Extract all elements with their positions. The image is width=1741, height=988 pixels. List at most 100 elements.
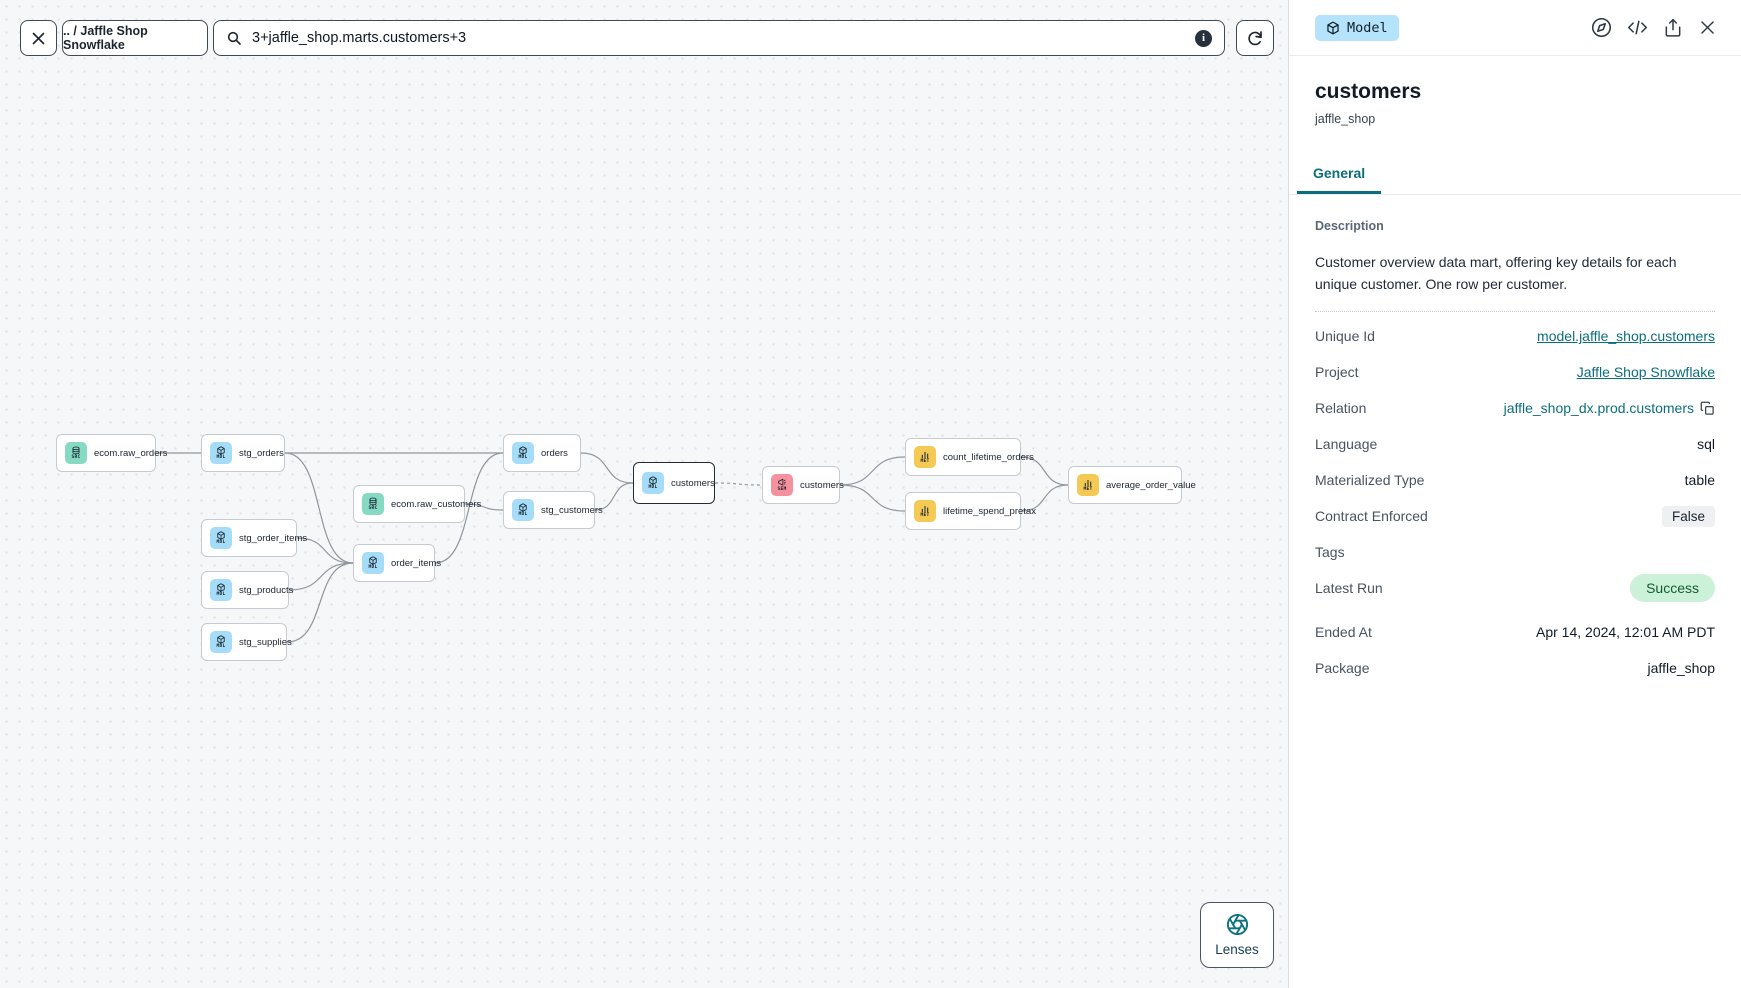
graph-node-label: ecom.raw_customers xyxy=(391,498,482,510)
details-panel-header: Model xyxy=(1289,0,1741,56)
breadcrumb[interactable]: .. / Jaffle Shop Snowflake xyxy=(62,20,208,56)
graph-node-label: ecom.raw_orders xyxy=(94,447,168,459)
close-panel-button[interactable] xyxy=(1698,18,1717,37)
field-label: Tags xyxy=(1315,544,1345,561)
status-badge: False xyxy=(1661,505,1715,527)
description-section-label: Description xyxy=(1315,219,1384,233)
aperture-icon xyxy=(1226,913,1248,936)
description-text: Customer overview data mart, offering ke… xyxy=(1315,254,1677,293)
page-title: customers xyxy=(1315,80,1422,103)
graph-node-label: order_items xyxy=(391,557,442,569)
field-value: jaffle_shop_dx.prod.customers xyxy=(1503,400,1694,417)
tab-general[interactable]: General xyxy=(1297,156,1382,194)
close-icon xyxy=(32,32,45,44)
field-row-unique-id: Unique Id model.jaffle_shop.customers xyxy=(1315,318,1715,354)
field-row-materialized-type: Materialized Type table xyxy=(1315,462,1715,498)
graph-node-label: stg_products xyxy=(239,584,294,596)
package-subtitle: jaffle_shop xyxy=(1315,112,1376,126)
cube-icon: MDL xyxy=(512,499,534,521)
field-value: jaffle_shop xyxy=(1647,660,1715,677)
graph-node-label: stg_supplies xyxy=(239,636,292,648)
share-button[interactable] xyxy=(1663,18,1683,38)
field-value: Apr 14, 2024, 12:01 AM PDT xyxy=(1536,624,1715,641)
field-row-package: Package jaffle_shop xyxy=(1315,650,1715,686)
graph-node-ecom_raw_orders[interactable]: SRC ecom.raw_orders xyxy=(56,434,167,472)
lineage-search: i xyxy=(213,20,1225,56)
graph-node-ecom_raw_customers[interactable]: SRC ecom.raw_customers xyxy=(353,485,481,523)
database-icon: SRC xyxy=(362,493,384,515)
graph-node-stg_products[interactable]: MDL stg_products xyxy=(201,571,293,609)
field-label: Contract Enforced xyxy=(1315,508,1428,525)
graph-edge xyxy=(286,562,354,643)
refresh-button[interactable] xyxy=(1236,20,1274,56)
graph-edge xyxy=(839,484,906,512)
graph-node-count_lifetime_orders[interactable]: MET count_lifetime_orders xyxy=(905,438,1034,476)
details-panel: Model customers jaffle_shop General D xyxy=(1288,0,1741,988)
info-icon[interactable]: i xyxy=(1195,29,1212,47)
field-label: Package xyxy=(1315,660,1370,677)
field-row-ended-at: Ended At Apr 14, 2024, 12:01 AM PDT xyxy=(1315,614,1715,650)
field-label: Materialized Type xyxy=(1315,472,1425,489)
cube-icon: MDL xyxy=(210,527,232,549)
lenses-label: Lenses xyxy=(1215,942,1259,957)
cube-icon: MDL xyxy=(210,442,232,464)
graph-node-stg_customers[interactable]: MDL stg_customers xyxy=(503,491,603,529)
cube-icon: MDL xyxy=(362,552,384,574)
graph-node-label: stg_customers xyxy=(541,504,603,516)
graph-edge xyxy=(594,482,634,511)
explore-button[interactable] xyxy=(1591,17,1612,38)
bar-chart-icon: MET xyxy=(914,500,936,522)
field-value-link[interactable]: model.jaffle_shop.customers xyxy=(1537,328,1715,345)
graph-edge xyxy=(839,456,906,486)
graph-edge xyxy=(296,537,354,564)
cube-icon: MDL xyxy=(210,631,232,653)
field-row-project: Project Jaffle Shop Snowflake xyxy=(1315,354,1715,390)
field-row-contract-enforced: Contract Enforced False xyxy=(1315,498,1715,534)
refresh-icon xyxy=(1248,31,1262,46)
search-input[interactable] xyxy=(252,30,1195,46)
field-value-link[interactable]: Jaffle Shop Snowflake xyxy=(1576,364,1715,381)
run-status-badge: Success xyxy=(1630,574,1715,603)
divider xyxy=(1315,311,1715,313)
graph-edge xyxy=(1020,456,1069,486)
graph-node-label: average_order_value xyxy=(1106,479,1196,491)
lineage-graph-edges xyxy=(156,452,1069,643)
field-value: sql xyxy=(1697,436,1715,453)
graph-edge xyxy=(714,482,763,486)
cube-icon: MDL xyxy=(642,472,664,494)
database-icon: SRC xyxy=(65,442,87,464)
lenses-button[interactable]: Lenses xyxy=(1200,902,1274,968)
view-code-button[interactable] xyxy=(1627,17,1648,38)
graph-edge xyxy=(580,452,634,484)
field-value: table xyxy=(1684,472,1715,489)
field-label: Language xyxy=(1315,436,1378,453)
search-icon xyxy=(227,31,241,45)
cube-icon: MDL xyxy=(512,442,534,464)
cube-icon: MDL xyxy=(210,579,232,601)
panel-tabs: General xyxy=(1289,156,1741,195)
copy-icon[interactable] xyxy=(1700,401,1715,416)
field-label: Ended At xyxy=(1315,624,1372,641)
graph-edge xyxy=(288,562,354,591)
field-label: Project xyxy=(1315,364,1359,381)
field-row-language: Language sql xyxy=(1315,426,1715,462)
bar-chart-icon: MET xyxy=(914,446,936,468)
graph-node-label: count_lifetime_orders xyxy=(943,451,1034,463)
graph-node-stg_supplies[interactable]: MDL stg_supplies xyxy=(201,623,292,661)
close-lineage-button[interactable] xyxy=(20,20,57,56)
graph-node-order_items[interactable]: MDL order_items xyxy=(353,544,441,582)
megaphone-icon: SEM xyxy=(771,474,793,496)
field-label: Unique Id xyxy=(1315,328,1375,345)
graph-edge xyxy=(284,452,354,564)
compass-icon xyxy=(1591,17,1612,38)
